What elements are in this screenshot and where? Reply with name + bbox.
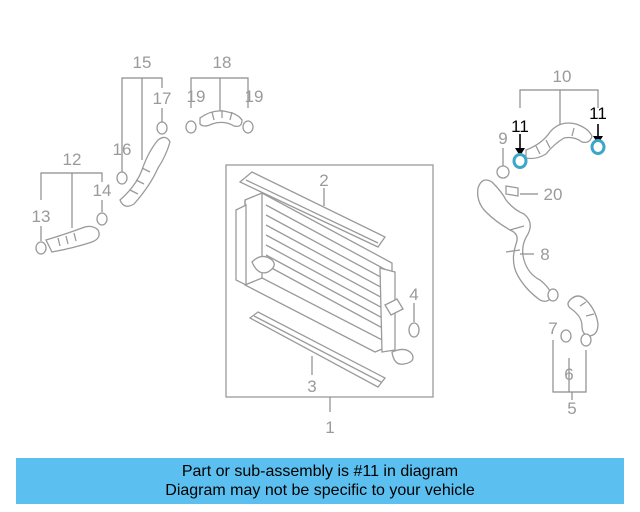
label-1: 1: [325, 418, 334, 437]
label-19-right: 19: [245, 87, 264, 106]
hose-5: [567, 295, 599, 337]
hose-12: [45, 225, 100, 253]
label-19-left: 19: [187, 87, 206, 106]
hose-15: [119, 136, 171, 207]
intercooler-core: [235, 192, 414, 365]
clamp-4: [408, 322, 420, 338]
clamp-11-left: [512, 153, 528, 169]
banner-line-1: Part or sub-assembly is #11 in diagram: [181, 463, 459, 480]
label-10: 10: [553, 67, 572, 86]
label-8: 8: [540, 245, 549, 264]
label-16: 16: [113, 140, 132, 159]
label-12: 12: [63, 150, 82, 169]
label-13: 13: [32, 207, 51, 226]
label-17: 17: [153, 89, 172, 108]
clamp-17: [156, 121, 168, 135]
callout-11-left-arrow: [515, 148, 525, 156]
clamp-19-right: [242, 120, 254, 134]
upper-seal-strip: [238, 171, 386, 248]
clamp-13: [35, 241, 47, 255]
bracket-20: [505, 185, 519, 197]
clamp-7: [560, 329, 572, 343]
label-9: 9: [498, 129, 507, 148]
clamp-14: [96, 212, 108, 226]
clamp-6: [580, 333, 592, 347]
label-7: 7: [548, 319, 557, 338]
clamp-9: [496, 165, 510, 179]
banner-line-2: Diagram may not be specific to your vehi…: [165, 482, 475, 499]
label-4: 4: [409, 285, 418, 304]
label-11-left: 11: [511, 117, 529, 136]
label-2: 2: [319, 171, 328, 190]
info-banner: Part or sub-assembly is #11 in diagram D…: [16, 458, 624, 504]
label-14: 14: [93, 181, 112, 200]
label-6: 6: [564, 365, 573, 384]
hose-10: [525, 122, 593, 160]
lower-seal-strip: [248, 311, 386, 388]
clamp-19-left: [185, 120, 197, 134]
hose-18: [199, 110, 243, 128]
clamp-16: [116, 171, 128, 185]
label-5: 5: [567, 399, 576, 418]
clamp-11-right: [590, 139, 606, 155]
clamp-pipe-8: [547, 288, 559, 302]
label-15: 15: [133, 53, 152, 72]
label-11-right: 11: [589, 104, 607, 123]
label-3: 3: [307, 377, 316, 396]
pipe-8: [477, 179, 553, 302]
label-18: 18: [213, 53, 232, 72]
label-20: 20: [544, 185, 563, 204]
